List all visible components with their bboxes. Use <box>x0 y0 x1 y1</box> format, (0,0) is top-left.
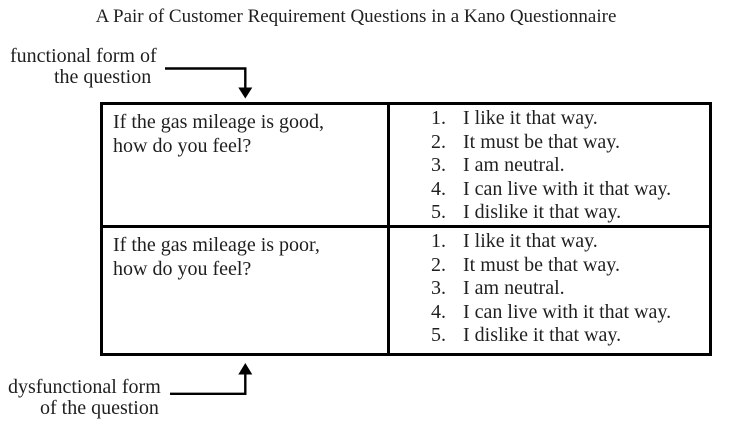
figure-title: A Pair of Customer Requirement Questions… <box>95 6 617 27</box>
dysfunctional-arrow-line <box>170 373 247 395</box>
option-label: I like it that way. <box>463 107 598 129</box>
option-item: 2. It must be that way. <box>431 131 705 155</box>
option-number: 4. <box>431 177 446 200</box>
option-item: 4. I can live with it that way. <box>431 301 705 325</box>
option-number: 2. <box>431 253 446 276</box>
option-label: I like it that way. <box>463 230 598 252</box>
dysfunctional-form-label-line1: dysfunctional form <box>8 376 161 398</box>
functional-form-label: functional form of the question <box>10 46 157 88</box>
option-label: I can live with it that way. <box>463 177 672 200</box>
option-label: I can live with it that way. <box>463 300 672 323</box>
option-number: 3. <box>431 154 446 176</box>
dysfunctional-form-label: dysfunctional form of the question <box>8 377 161 419</box>
question-cell-functional: If the gas mileage is good, how do you f… <box>103 105 390 228</box>
functional-form-label-line2: the question <box>54 66 152 88</box>
option-number: 4. <box>431 300 446 323</box>
question-text-dysfunctional: If the gas mileage is poor, how do you f… <box>113 234 320 280</box>
option-item: 2. It must be that way. <box>431 254 705 278</box>
functional-arrow-connector <box>165 67 253 99</box>
option-number: 2. <box>431 130 446 153</box>
arrowhead-down-icon <box>238 87 253 99</box>
option-number: 1. <box>431 107 446 129</box>
dysfunctional-form-label-line2: of the question <box>40 397 159 419</box>
option-label: I am neutral. <box>463 277 565 299</box>
option-item: 1. I like it that way. <box>431 107 705 131</box>
functional-arrow-line <box>165 67 247 89</box>
arrowhead-up-icon <box>238 363 253 375</box>
option-label: I dislike it that way. <box>463 324 622 346</box>
option-item: 5. I dislike it that way. <box>431 324 705 348</box>
option-item: 3. I am neutral. <box>431 154 705 178</box>
option-label: I dislike it that way. <box>463 201 622 223</box>
option-label: It must be that way. <box>463 130 621 153</box>
question-text-functional: If the gas mileage is good, how do you f… <box>113 111 325 157</box>
option-item: 4. I can live with it that way. <box>431 178 705 202</box>
option-number: 3. <box>431 277 446 299</box>
option-label: It must be that way. <box>463 253 621 276</box>
kano-question-table: If the gas mileage is good, how do you f… <box>100 102 712 356</box>
option-item: 3. I am neutral. <box>431 277 705 301</box>
question-cell-dysfunctional: If the gas mileage is poor, how do you f… <box>103 228 390 353</box>
option-number: 5. <box>431 201 446 223</box>
option-label: I am neutral. <box>463 154 565 176</box>
options-cell-functional: 1. I like it that way. 2. It must be tha… <box>390 105 709 228</box>
options-cell-dysfunctional: 1. I like it that way. 2. It must be tha… <box>390 228 709 353</box>
option-item: 5. I dislike it that way. <box>431 201 705 225</box>
dysfunctional-arrow-connector <box>170 363 253 395</box>
functional-form-label-line1: functional form of <box>10 45 157 67</box>
option-number: 1. <box>431 230 446 252</box>
option-item: 1. I like it that way. <box>431 230 705 254</box>
option-number: 5. <box>431 324 446 346</box>
